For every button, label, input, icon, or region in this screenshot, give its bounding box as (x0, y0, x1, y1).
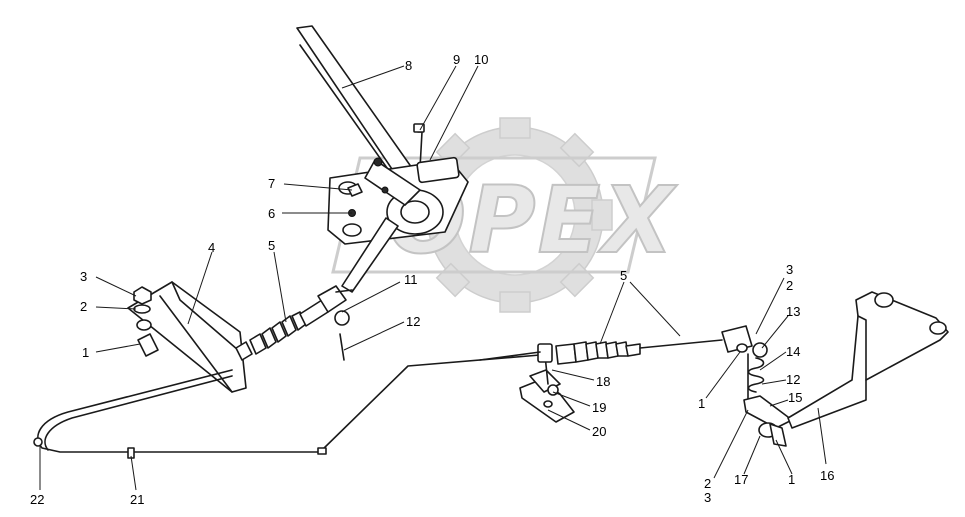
callout-16: 16 (820, 468, 834, 483)
callout-15: 15 (788, 390, 802, 405)
spring (747, 357, 765, 393)
callout-10: 10 (474, 52, 488, 67)
callout-1-right: 1 (698, 396, 705, 411)
callout-3-bottom: 3 (704, 490, 711, 505)
callout-4: 4 (208, 240, 215, 255)
leader-lines (39, 65, 827, 491)
callout-1: 1 (82, 345, 89, 360)
washer-left (133, 304, 151, 314)
callout-8: 8 (405, 58, 412, 73)
bolt (347, 183, 363, 197)
callout-labels: 8 9 10 7 6 4 3 2 1 5 11 12 5 3 2 13 14 1… (30, 52, 834, 507)
callout-3: 3 (80, 269, 87, 284)
lever (743, 395, 793, 429)
callout-12: 12 (406, 314, 420, 329)
callout-3-right: 3 (786, 262, 793, 277)
callout-13: 13 (786, 304, 800, 319)
callout-20: 20 (592, 424, 606, 439)
pedal-pad (416, 156, 460, 184)
left-bracket (127, 281, 247, 393)
callout-19: 19 (592, 400, 606, 415)
support-bracket (787, 291, 949, 429)
clevis (317, 285, 347, 313)
pin-12 (339, 333, 345, 361)
cable-boot-left (235, 285, 353, 361)
callout-5-right: 5 (620, 268, 627, 283)
cable-boot-right (479, 339, 723, 365)
callout-18: 18 (596, 374, 610, 389)
callout-17: 17 (734, 472, 748, 487)
callout-2-bottom: 2 (704, 476, 711, 491)
callout-6: 6 (268, 206, 275, 221)
clevis-pin (334, 310, 350, 326)
callout-1-bottom: 1 (788, 472, 795, 487)
pedal-arm (296, 25, 413, 179)
callout-22: 22 (30, 492, 44, 507)
mid-bracket (519, 343, 575, 423)
callout-5: 5 (268, 238, 275, 253)
pedal-assembly (296, 25, 469, 293)
callout-11: 11 (404, 272, 418, 287)
callout-2: 2 (80, 299, 87, 314)
right-linkage (721, 291, 949, 447)
pedal-lever (341, 217, 399, 293)
callout-7: 7 (268, 176, 275, 191)
nut (133, 286, 152, 305)
callout-2-right: 2 (786, 278, 793, 293)
callout-14: 14 (786, 344, 800, 359)
callout-21: 21 (130, 492, 144, 507)
callout-12-right: 12 (786, 372, 800, 387)
long-rod (33, 354, 541, 459)
callout-9: 9 (453, 52, 460, 67)
pin (137, 333, 159, 357)
